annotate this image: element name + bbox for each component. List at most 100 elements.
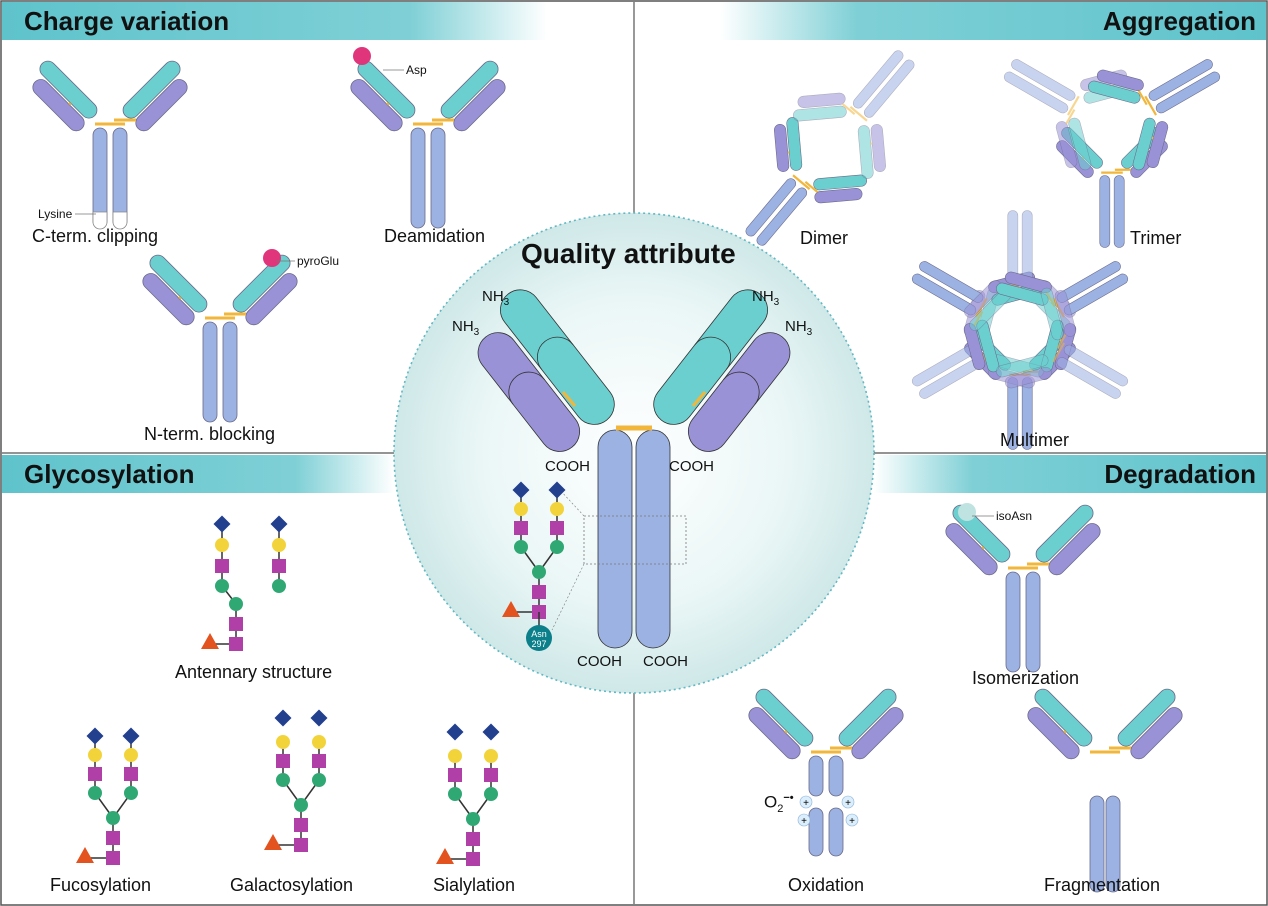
- cooh-label-right-fab: COOH: [669, 458, 714, 475]
- heavy-chain-fd: [1004, 271, 1052, 294]
- disulfide-bond: [981, 545, 985, 550]
- galactose-circle: [88, 748, 102, 762]
- nh3-text: NH: [785, 318, 807, 335]
- nh3-text: NH: [752, 288, 774, 305]
- label-sialylation: Sialylation: [433, 875, 516, 895]
- fc-chain-right: [1113, 175, 1125, 248]
- fc-chain-right: [1063, 344, 1129, 387]
- light-chain: [792, 105, 847, 122]
- disulfide-bond: [1063, 729, 1067, 734]
- light-chain: [1040, 287, 1064, 341]
- asn297-marker: [526, 625, 552, 651]
- light-chain: [857, 125, 874, 179]
- label-dimer: Dimer: [800, 228, 848, 248]
- fc-chain-left: [1089, 795, 1105, 893]
- glcnac-square: [312, 754, 326, 768]
- glcnac-square: [466, 832, 480, 846]
- header-glycosylation: Glycosylation: [24, 459, 195, 489]
- fab-arm-left: [142, 254, 208, 326]
- disulfide-bond: [178, 295, 182, 300]
- cooh-label-right-fc: COOH: [643, 653, 688, 670]
- label-fucosylation: Fucosylation: [50, 875, 152, 895]
- fab-arm-right: [813, 174, 868, 204]
- heavy-chain-fd: [1048, 523, 1101, 576]
- fab-arm-left: [748, 688, 814, 760]
- heavy-chain-fd: [245, 273, 298, 326]
- glcnac-square: [466, 852, 480, 866]
- fc-chain-right-upper: [828, 755, 844, 797]
- hinge-disulfide: [849, 106, 868, 122]
- fc-chain-left: [1056, 357, 1121, 399]
- light-chain: [149, 254, 208, 313]
- center-antibody: [477, 289, 791, 649]
- oxidation-charge-marker: [797, 813, 811, 827]
- fab-arm-right: [122, 60, 188, 132]
- glcnac-square: [294, 818, 308, 832]
- antibody-deamidation: [350, 47, 506, 229]
- heavy-chain-fd: [1096, 69, 1144, 92]
- plus-sign: +: [801, 816, 807, 827]
- antibody-isomerization: [945, 503, 1101, 673]
- fab-arm-right: [232, 254, 298, 326]
- glcnac-square: [124, 767, 138, 781]
- fab-arm-right: [1055, 117, 1092, 171]
- header-bar-charge: [2, 2, 547, 40]
- fc-chain-left: [863, 59, 915, 118]
- nh3-sub: 3: [806, 327, 813, 338]
- mannose-circle: [276, 773, 290, 787]
- fab-arm-right: [1117, 688, 1183, 760]
- light-chain: [1117, 688, 1176, 747]
- nh3-sub: 3: [773, 297, 780, 308]
- fc-chain-left: [1155, 71, 1221, 114]
- fab-arm-left: [996, 354, 1052, 389]
- hinge-disulfide: [1067, 95, 1080, 116]
- glcnac-square: [276, 754, 290, 768]
- nh3-label-inner-right: NH3: [785, 318, 812, 338]
- galactose-circle: [484, 749, 498, 763]
- sialic-acid-diamond: [512, 481, 530, 499]
- oxidation-charge-marker: [841, 795, 855, 809]
- fab-arm-right: [996, 271, 1052, 306]
- glcnac-square: [106, 831, 120, 845]
- fc-chain-left: [1021, 210, 1033, 283]
- mannose-circle: [106, 811, 120, 825]
- galactose-circle: [276, 735, 290, 749]
- light-chain: [813, 174, 868, 191]
- header-bar-aggregation: [720, 2, 1266, 40]
- glcnac-square: [294, 838, 308, 852]
- fc-chain-left: [410, 127, 426, 229]
- glycan-sialylation: [436, 723, 500, 866]
- nh3-sub: 3: [473, 327, 480, 338]
- hinge-disulfide: [1144, 95, 1157, 116]
- cooh-label-left-fab: COOH: [545, 458, 590, 475]
- fab-arm-left: [350, 60, 416, 132]
- galactose-circle: [124, 748, 138, 762]
- nh3-text: NH: [482, 288, 504, 305]
- multimer-unit: [996, 287, 1129, 399]
- mannose-circle: [514, 540, 528, 554]
- light-chain: [122, 60, 181, 119]
- fab-arm-right: [1040, 287, 1077, 341]
- galactose-circle: [550, 502, 564, 516]
- fc-chain-right-lower: [828, 807, 844, 857]
- mannose-circle: [484, 787, 498, 801]
- heavy-chain-fd: [1054, 290, 1077, 337]
- nh3-text: NH: [452, 318, 474, 335]
- fc-chain-left-lower: [808, 807, 824, 857]
- galactose-circle: [215, 538, 229, 552]
- center-title: Quality attribute: [521, 238, 736, 269]
- mannose-circle: [294, 798, 308, 812]
- center-disulfide-right: [691, 391, 707, 407]
- antibody-fragmentation: [1027, 688, 1183, 893]
- fc-chain-right: [852, 50, 904, 109]
- heavy-chain-fd: [797, 92, 846, 108]
- plus-sign: +: [849, 816, 855, 827]
- mannose-circle: [229, 597, 243, 611]
- label-multimer: Multimer: [1000, 430, 1070, 450]
- glycan-antennary: [201, 515, 288, 651]
- nh3-sub: 3: [503, 297, 510, 308]
- heavy-chain-fd: [870, 124, 886, 173]
- heavy-chain-fd: [814, 188, 863, 204]
- glycan-fucosylation: [76, 727, 140, 865]
